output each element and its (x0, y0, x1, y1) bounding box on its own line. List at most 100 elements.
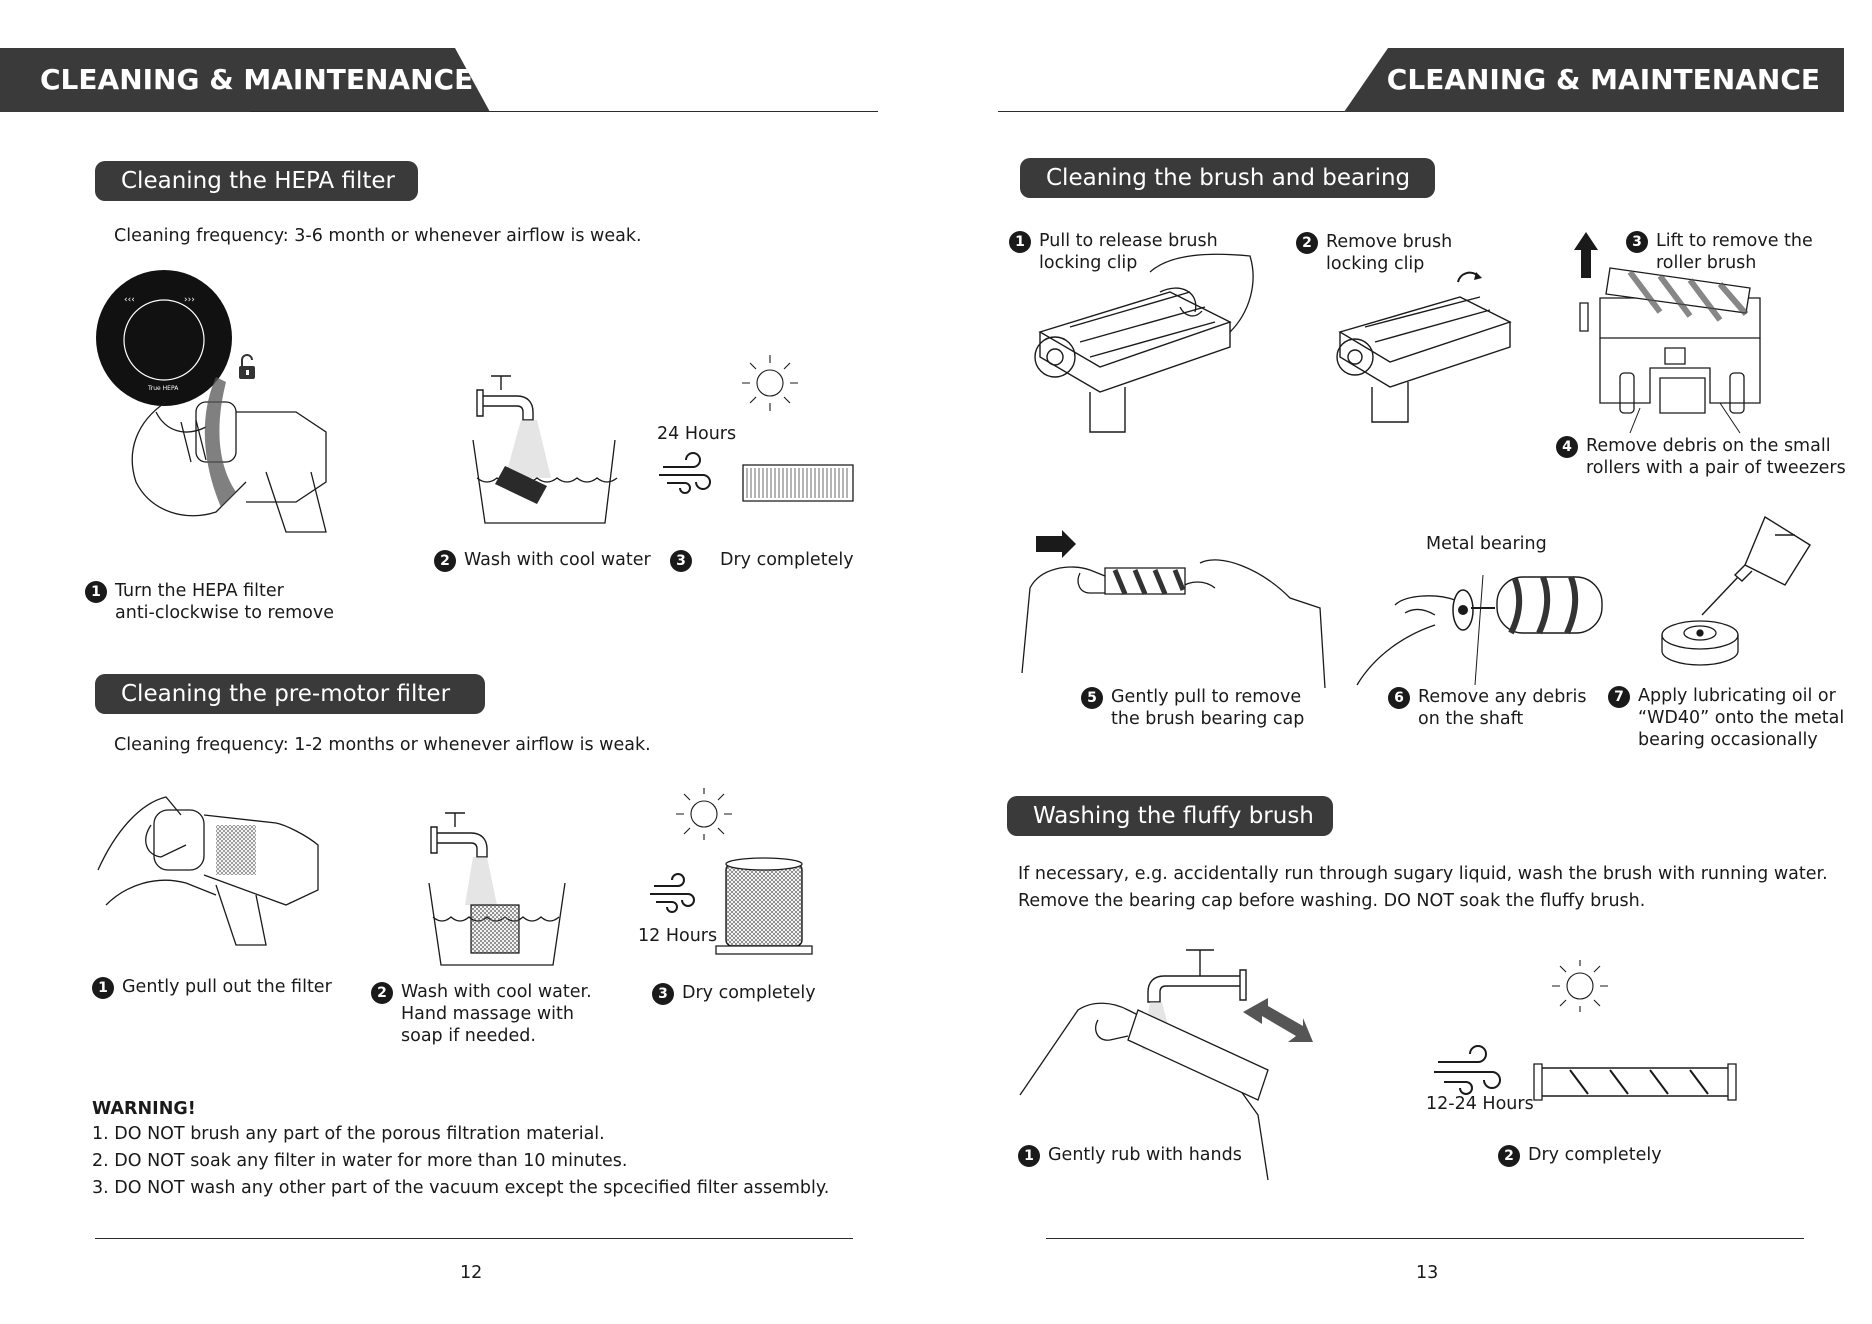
step-text: Dry completely (720, 549, 854, 571)
step-text: Dry completely (682, 982, 816, 1004)
step-number: 3 (670, 550, 692, 572)
roller-icon (1128, 1010, 1268, 1100)
step-number: 1 (92, 977, 114, 999)
sun-icon (1552, 960, 1608, 1012)
filter-icon (743, 465, 853, 501)
step-number: 7 (1608, 686, 1630, 708)
basin-icon (473, 440, 617, 523)
tap-icon (1148, 950, 1246, 1002)
metal-bearing-label: Metal bearing (1426, 533, 1547, 555)
step-text: Remove brush (1326, 231, 1452, 253)
step-number: 2 (371, 982, 393, 1004)
step-text: Turn the HEPA filter (115, 580, 334, 602)
step-text: Wash with cool water (464, 549, 651, 571)
dial-label: True HEPA (147, 385, 179, 392)
roller-icon (1105, 568, 1185, 594)
step-text: Gently pull out the filter (122, 976, 332, 998)
arrow-icon (1243, 998, 1313, 1042)
left-footer-rule (95, 1238, 853, 1239)
step-text: Wash with cool water. (401, 981, 592, 1003)
wind-icon (650, 874, 694, 912)
hepa-wash-illustration (465, 368, 625, 528)
shaft-debris-illustration (1355, 555, 1605, 695)
sun-icon (742, 355, 798, 411)
step-text: Gently pull to remove (1111, 686, 1304, 708)
step-text: Remove debris on the small (1586, 435, 1846, 457)
step-text: Remove any debris (1418, 686, 1586, 708)
premotor-section-title: Cleaning the pre-motor filter (95, 674, 485, 714)
step-number: 1 (1009, 231, 1031, 253)
fluffy-desc-2: Remove the bearing cap before washing. D… (1018, 890, 1645, 912)
left-page-number: 12 (460, 1263, 482, 1283)
right-header-title: CLEANING & MAINTENANCE (1387, 63, 1820, 96)
wind-icon (659, 453, 710, 493)
right-header-bar: CLEANING & MAINTENANCE (1344, 48, 1844, 112)
premotor-step-1: 1 Gently pull out the filter (92, 976, 332, 999)
premotor-wash-illustration (425, 805, 575, 965)
sun-icon (676, 788, 732, 840)
roller-icon (1606, 268, 1750, 320)
brush-section-title: Cleaning the brush and bearing (1020, 158, 1435, 198)
step-text: soap if needed. (401, 1025, 592, 1047)
hepa-step-2: 2 Wash with cool water (434, 549, 651, 572)
step-text: rollers with a pair of tweezers (1586, 457, 1846, 479)
step-text: Hand massage with (401, 1003, 592, 1025)
step-number: 4 (1556, 436, 1578, 458)
arrow-icon (1574, 232, 1598, 278)
unlock-icon (239, 355, 255, 379)
oil-bearing-illustration (1650, 515, 1820, 670)
left-header-title: CLEANING & MAINTENANCE (40, 63, 473, 96)
premotor-dry-time: 12 Hours (638, 925, 717, 947)
step-text: anti-clockwise to remove (115, 602, 334, 624)
hand-icon (132, 402, 326, 532)
fluffy-section-title: Washing the fluffy brush (1007, 796, 1333, 836)
left-header-bar: CLEANING & MAINTENANCE (0, 48, 490, 112)
step-text: bearing occasionally (1638, 729, 1844, 751)
warning-title: WARNING! (92, 1098, 196, 1120)
step-text: on the shaft (1418, 708, 1586, 730)
premotor-step-2: 2 Wash with cool water.Hand massage with… (371, 981, 592, 1047)
step-text: roller brush (1656, 252, 1813, 274)
arrow-icon (1036, 530, 1076, 558)
fluffy-step-1: 1 Gently rub with hands (1018, 1144, 1242, 1167)
step-number: 3 (1626, 231, 1648, 253)
step-number: 2 (434, 550, 456, 572)
filter-icon (716, 858, 812, 954)
premotor-step-3: 3 Dry completely (652, 982, 816, 1005)
step-number: 1 (1018, 1145, 1040, 1167)
warning-item: 1. DO NOT brush any part of the porous f… (92, 1123, 605, 1145)
right-header-rule (998, 111, 1398, 112)
brush-head-icon (1580, 298, 1760, 413)
hepa-step-3: 3 Dry completely (670, 549, 854, 572)
hepa-section-title: Cleaning the HEPA filter (95, 161, 418, 201)
step-number: 1 (85, 581, 107, 603)
step-text: Lift to remove the (1656, 230, 1813, 252)
step-text: the brush bearing cap (1111, 708, 1304, 730)
step-number: 2 (1296, 232, 1318, 254)
fluffy-dry-illustration (1430, 960, 1740, 1110)
hepa-dial-hand-illustration: ‹‹‹ ››› True HEPA (96, 272, 336, 552)
premotor-pull-illustration (96, 795, 326, 955)
brush-step-7: 7 Apply lubricating oil or“WD40” onto th… (1608, 685, 1844, 751)
roller-icon (1534, 1064, 1736, 1100)
right-footer-rule (1046, 1238, 1804, 1239)
hand-icon (98, 797, 318, 945)
step-number: 6 (1388, 687, 1410, 709)
step-text: Dry completely (1528, 1144, 1662, 1166)
svg-text:‹‹‹: ‹‹‹ (124, 295, 135, 305)
brush-clip-illustration (1330, 262, 1530, 442)
brush-head-icon (1337, 297, 1510, 422)
hepa-dry-time: 24 Hours (657, 423, 736, 445)
step-text: locking clip (1326, 253, 1452, 275)
right-page-number: 13 (1416, 1263, 1438, 1283)
fluffy-desc-1: If necessary, e.g. accidentally run thro… (1018, 863, 1828, 885)
brush-step-6: 6 Remove any debrison the shaft (1388, 686, 1586, 730)
brush-step-1: 1 Pull to release brushlocking clip (1009, 230, 1218, 274)
bearing-cap-illustration (1020, 528, 1330, 688)
step-text: Apply lubricating oil or (1638, 685, 1844, 707)
fluffy-dry-time: 12-24 Hours (1426, 1093, 1534, 1115)
